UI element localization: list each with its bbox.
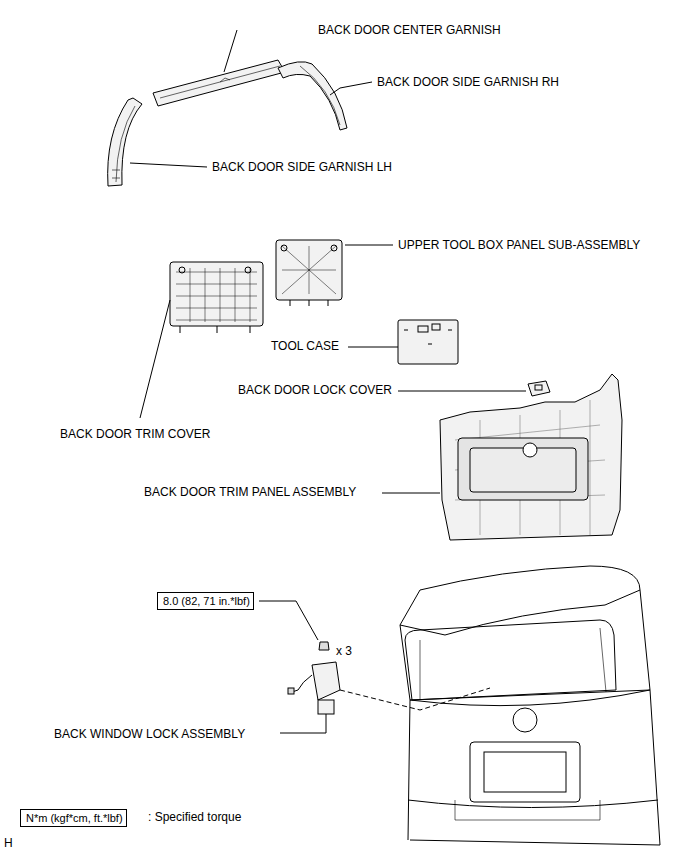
legend-text: : Specified torque bbox=[148, 810, 241, 824]
vehicle-rear bbox=[400, 566, 660, 845]
part-label: BACK DOOR TRIM PANEL ASSEMBLY bbox=[144, 485, 356, 499]
part-label: BACK WINDOW LOCK ASSEMBLY bbox=[54, 727, 245, 741]
part-label: BACK DOOR SIDE GARNISH RH bbox=[377, 75, 559, 89]
lock-cover bbox=[528, 381, 550, 396]
unit-box: N*m (kgf*cm, ft.*lbf) bbox=[20, 809, 127, 827]
trim-cover bbox=[170, 262, 263, 333]
upper-tool-box-panel bbox=[276, 240, 342, 306]
part-label: UPPER TOOL BOX PANEL SUB-ASSEMBLY bbox=[398, 238, 640, 252]
part-label: BACK DOOR CENTER GARNISH bbox=[318, 23, 501, 37]
side-garnish-lh bbox=[108, 98, 142, 186]
part-label: BACK DOOR TRIM COVER bbox=[60, 427, 210, 441]
tool-case bbox=[398, 320, 458, 364]
node-text: N*m (kgf*cm, ft.*lbf) bbox=[26, 812, 121, 825]
side-garnish-rh bbox=[278, 62, 347, 130]
torque-box: 8.0 (82, 71 in.*lbf) bbox=[157, 592, 254, 610]
part-label: BACK DOOR SIDE GARNISH LH bbox=[212, 160, 392, 174]
node-text: 8.0 (82, 71 in.*lbf) bbox=[163, 595, 248, 608]
quantity-label: x 3 bbox=[336, 644, 352, 658]
trim-panel bbox=[440, 374, 622, 540]
figure-code: H bbox=[4, 836, 13, 850]
part-label: TOOL CASE bbox=[271, 339, 339, 353]
part-label: BACK DOOR LOCK COVER bbox=[238, 383, 392, 397]
center-garnish bbox=[153, 60, 285, 106]
